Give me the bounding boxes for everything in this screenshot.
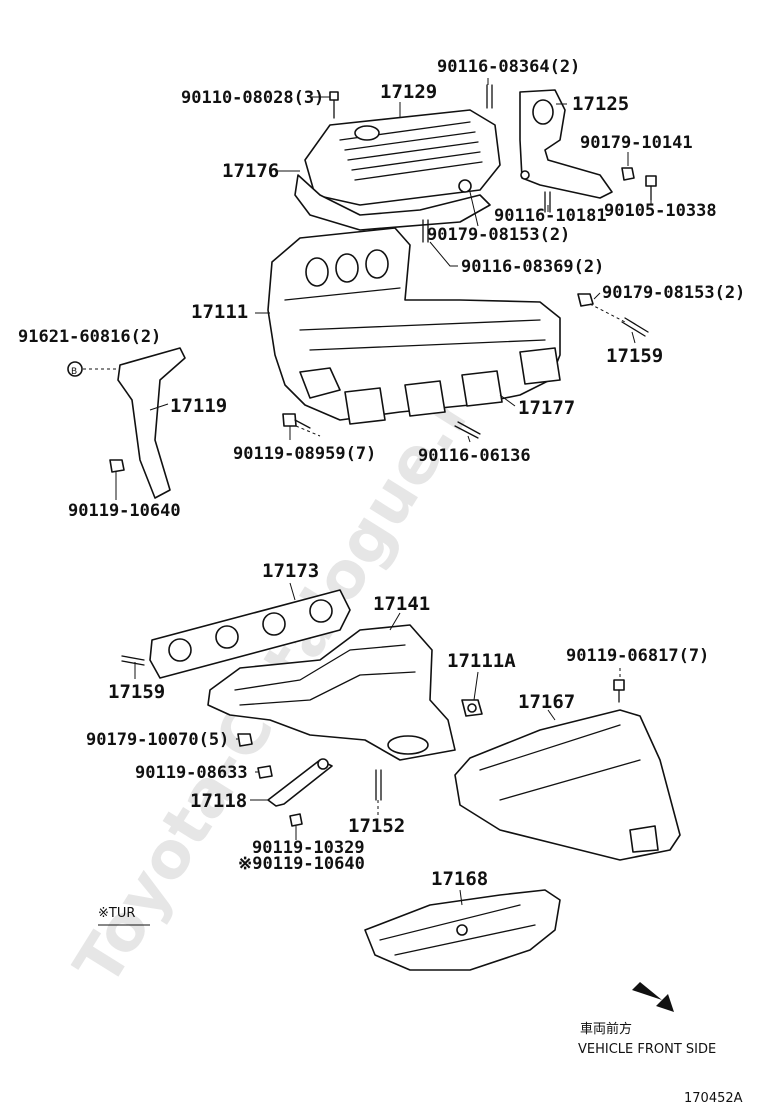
label-90119-10329: 90119-10329 — [252, 838, 365, 858]
label-17119: 17119 — [170, 395, 227, 417]
vehicle-front-arrow-icon — [632, 982, 674, 1012]
vehicle-front-jp: 車両前方 — [580, 1021, 632, 1037]
label-90116-08364: 90116-08364(2) — [437, 57, 580, 77]
label-17173: 17173 — [262, 560, 319, 582]
label-90179-10141: 90179-10141 — [580, 133, 693, 153]
label-90179-08153-b: 90179-08153(2) — [602, 283, 745, 303]
label-90116-08369: 90116-08369(2) — [461, 257, 604, 277]
manifold-17111-drawing — [267, 227, 561, 425]
label-17177: 17177 — [518, 397, 575, 419]
label-90119-06817: 90119-06817(7) — [566, 646, 709, 666]
nut-90179-10141 — [621, 167, 635, 181]
bolt-90119-06817 — [613, 679, 625, 703]
vehicle-front-en: VEHICLE FRONT SIDE — [578, 1042, 716, 1057]
stud-90116-06136 — [454, 421, 481, 439]
leader-lines — [83, 78, 652, 926]
label-17111A: 17111A — [447, 650, 516, 672]
label-17125: 17125 — [572, 93, 629, 115]
label-17167: 17167 — [518, 691, 575, 713]
label-17176: 17176 — [222, 160, 279, 182]
label-90105-10338: 90105-10338 — [604, 201, 717, 221]
washer-91621-60816: B — [67, 361, 83, 377]
bolt-90119-08959 — [282, 413, 311, 429]
label-17152: 17152 — [348, 815, 405, 837]
stud-17159-a — [621, 317, 649, 337]
label-17111: 17111 — [191, 301, 248, 323]
bolt-90119-08633 — [257, 765, 273, 779]
nut-17111A — [461, 699, 483, 717]
upper-labels: 17129 90110-08028(3) 90116-08364(2) 1712… — [18, 57, 745, 521]
label-17159-b: 17159 — [108, 681, 165, 703]
label-91621-60816: 91621-60816(2) — [18, 327, 161, 347]
stay-17118-drawing — [267, 758, 333, 807]
drawing-code: 170452A — [684, 1091, 743, 1106]
stud-17152 — [375, 769, 382, 801]
label-90110-08028: 90110-08028(3) — [181, 88, 324, 108]
stud-90116-08364 — [486, 84, 493, 109]
stud-90116-08369 — [422, 219, 429, 243]
exhaust-manifold-17141-drawing — [207, 624, 456, 761]
bracket-17125-drawing — [519, 89, 613, 199]
label-17129: 17129 — [380, 81, 437, 103]
nut-90179-08153-b — [577, 293, 594, 307]
stay-17119-drawing — [117, 347, 186, 499]
label-17118: 17118 — [190, 790, 247, 812]
bolt-90105-10338 — [645, 175, 657, 201]
lower-labels: 17173 17141 17159 17111A 90119-06817(7) … — [86, 560, 709, 890]
nut-90179-10070 — [237, 733, 253, 747]
tur-note: ※TUR — [98, 906, 135, 921]
label-90119-10640-a: 90119-10640 — [68, 501, 181, 521]
svg-text:B: B — [71, 367, 77, 377]
bolt-90110-08028 — [329, 91, 339, 119]
stud-17159-b — [121, 655, 145, 666]
label-90119-10640-b: ※90119-10640 — [238, 854, 365, 874]
notes: ※TUR 車両前方 VEHICLE FRONT SIDE 170452A — [98, 906, 743, 1106]
label-17168: 17168 — [431, 868, 488, 890]
bolt-90119-10329 — [289, 813, 303, 827]
label-90179-10070: 90179-10070(5) — [86, 730, 229, 750]
heat-insulator-17167-drawing — [454, 709, 681, 861]
bolt-90119-10640-a — [109, 459, 125, 473]
label-90119-08633: 90119-08633 — [135, 763, 248, 783]
label-90179-08153-a: 90179-08153(2) — [427, 225, 570, 245]
stud-90116-10181 — [544, 191, 551, 213]
label-90116-10181: 90116-10181 — [494, 206, 607, 226]
label-90119-08959: 90119-08959(7) — [233, 444, 376, 464]
label-17159-a: 17159 — [606, 345, 663, 367]
label-17141: 17141 — [373, 593, 430, 615]
heat-insulator-17168-drawing — [364, 889, 561, 971]
label-90116-06136: 90116-06136 — [418, 446, 531, 466]
gasket-17173-drawing — [149, 589, 351, 679]
heat-insulator-17129-drawing — [294, 109, 501, 231]
